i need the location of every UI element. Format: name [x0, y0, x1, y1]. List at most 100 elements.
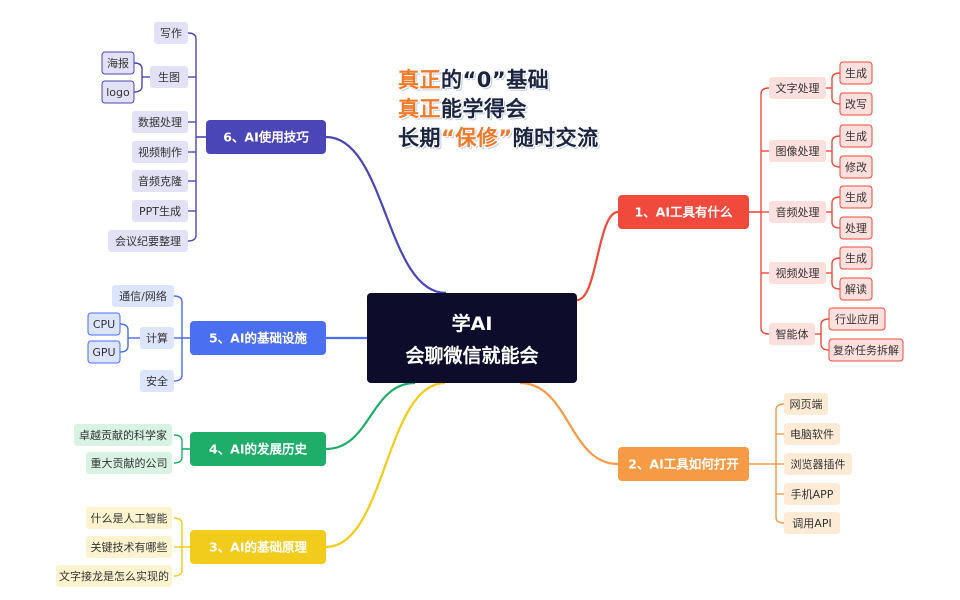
- sub-label: 视频处理: [776, 266, 820, 280]
- node-box: [839, 277, 873, 301]
- mind-map-links: [119, 32, 841, 577]
- node-box: [839, 216, 873, 240]
- branch-5-sub[interactable]: 计算: [140, 327, 174, 349]
- branch-link: [519, 381, 619, 466]
- branch-1-leaf[interactable]: 生成: [839, 124, 873, 148]
- branch-1-leaf[interactable]: 复杂任务拆解: [828, 338, 904, 362]
- node-box: [87, 312, 121, 336]
- branch-5-sub[interactable]: 安全: [140, 370, 174, 392]
- branch-1-leaf-bracket: [831, 196, 841, 229]
- node-box: [839, 92, 873, 116]
- branch-1-sub[interactable]: 智能体: [769, 323, 815, 345]
- leaf-label: 文字接龙是怎么实现的: [59, 569, 169, 583]
- node-box: [108, 230, 188, 252]
- branch-2-leaf[interactable]: 浏览器插件: [784, 453, 852, 475]
- branch-6-sub[interactable]: 会议纪要整理: [108, 230, 188, 252]
- node-box: [87, 340, 121, 364]
- branch-6-sub[interactable]: 写作: [154, 22, 188, 44]
- node-box: [86, 536, 172, 558]
- leaf-label: 生成: [845, 66, 867, 80]
- leaf-label: 卓越贡献的科学家: [79, 428, 167, 442]
- slogan-text: 的“0”基础: [441, 68, 550, 92]
- sub-label: 智能体: [776, 327, 809, 341]
- node-box: [206, 120, 326, 154]
- branch-3-leaf[interactable]: 关键技术有哪些: [86, 536, 172, 558]
- branch-1-leaf[interactable]: 生成: [839, 246, 873, 270]
- leaf-label: 处理: [845, 222, 867, 235]
- branch-6-sub[interactable]: 生图: [150, 66, 188, 88]
- branch-label: 1、AI工具有什么: [634, 205, 733, 220]
- branch-1-leaf-bracket: [831, 135, 841, 168]
- node-box: [154, 22, 188, 44]
- leaf-label: logo: [106, 86, 130, 99]
- slogan-text: 能学得会: [441, 97, 527, 121]
- sub-label: 文字处理: [776, 81, 820, 95]
- leaf-label: 解读: [845, 282, 867, 296]
- leaf-label: 重大贡献的公司: [91, 456, 168, 470]
- branch-2-leaf[interactable]: 手机APP: [784, 483, 840, 505]
- slogan-line-1: 真正的“0”基础: [398, 66, 599, 95]
- branch-1-node[interactable]: 1、AI工具有什么: [618, 195, 749, 229]
- branch-5-sub[interactable]: 通信/网络: [112, 285, 174, 307]
- sub-label: 生图: [158, 70, 180, 84]
- branch-1-leaf[interactable]: 修改: [839, 155, 873, 179]
- sub-label: 会议纪要整理: [115, 234, 181, 248]
- branch-5-leaf[interactable]: CPU: [87, 312, 121, 336]
- node-box: [112, 285, 174, 307]
- branch-3-node[interactable]: 3、AI的基础原理: [190, 530, 326, 564]
- branch-6-sub[interactable]: PPT生成: [132, 200, 188, 222]
- branch-1-leaf[interactable]: 生成: [839, 61, 873, 85]
- branch-1-leaf-bracket: [831, 72, 841, 105]
- branch-4-leaf[interactable]: 卓越贡献的科学家: [74, 424, 172, 446]
- branch-label: 2、AI工具如何打开: [628, 457, 739, 472]
- node-box: [150, 66, 188, 88]
- branch-2-leaf[interactable]: 网页端: [784, 393, 828, 415]
- branch-1-sub[interactable]: 视频处理: [769, 262, 826, 284]
- branch-link: [576, 210, 619, 302]
- branch-1-leaf[interactable]: 处理: [839, 216, 873, 240]
- branch-1-leaf[interactable]: 行业应用: [828, 307, 886, 331]
- branch-1-leaf[interactable]: 改写: [839, 92, 873, 116]
- node-box: [769, 262, 826, 284]
- branch-1-leaf[interactable]: 生成: [839, 185, 873, 209]
- node-box: [132, 111, 188, 133]
- branch-6-node[interactable]: 6、AI使用技巧: [206, 120, 326, 154]
- branch-1-leaf[interactable]: 解读: [839, 277, 873, 301]
- sub-label: 音频处理: [776, 205, 820, 219]
- branch-6-leaf[interactable]: logo: [101, 80, 135, 104]
- node-box: [190, 432, 326, 466]
- branch-1-sub[interactable]: 图像处理: [769, 140, 826, 162]
- branch-6-sub[interactable]: 视频制作: [132, 141, 188, 163]
- branch-3-leaf[interactable]: 文字接龙是怎么实现的: [56, 565, 172, 587]
- sub-label: 视频制作: [138, 145, 182, 159]
- slogan-line-2: 真正能学得会: [398, 95, 599, 124]
- branch-6-sub[interactable]: 音频克隆: [132, 170, 188, 192]
- sub-label: 图像处理: [776, 145, 820, 158]
- branch-2-node[interactable]: 2、AI工具如何打开: [618, 447, 749, 481]
- branch-1-sub[interactable]: 文字处理: [769, 77, 826, 99]
- branch-5-node[interactable]: 5、AI的基础设施: [190, 321, 326, 355]
- branch-3-leaf[interactable]: 什么是人工智能: [86, 507, 172, 529]
- branch-4-node[interactable]: 4、AI的发展历史: [190, 432, 326, 466]
- branch-6-leaf[interactable]: 海报: [101, 51, 135, 75]
- leaf-label: 生成: [845, 251, 867, 265]
- sub-label: 音频克隆: [138, 174, 182, 188]
- branch-6-sub[interactable]: 数据处理: [132, 111, 188, 133]
- leaf-label: 生成: [845, 129, 867, 143]
- branch-5-leaf[interactable]: GPU: [87, 340, 121, 364]
- node-box: [132, 200, 188, 222]
- node-box: [140, 370, 174, 392]
- branch-1-sub[interactable]: 音频处理: [769, 201, 826, 223]
- leaf-label: 浏览器插件: [791, 457, 846, 471]
- node-box: [190, 530, 326, 564]
- node-box: [618, 447, 749, 481]
- branch-2-leaf[interactable]: 调用API: [784, 512, 840, 534]
- branch-link: [325, 381, 446, 549]
- branch-2-leaf[interactable]: 电脑软件: [784, 423, 840, 445]
- node-box: [101, 51, 135, 75]
- branch-4-leaf[interactable]: 重大贡献的公司: [86, 452, 172, 474]
- sub-label: 安全: [146, 374, 168, 388]
- branch-4-bracket: [173, 434, 183, 464]
